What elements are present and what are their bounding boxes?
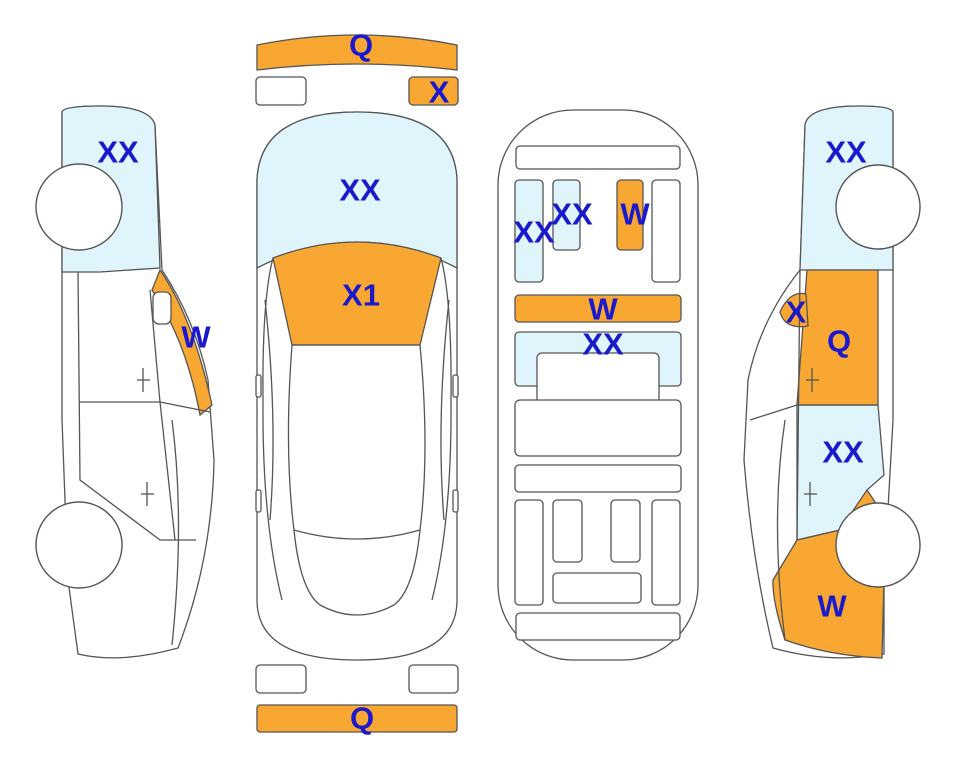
right-side-view: XX X Q XX W — [743, 105, 921, 659]
top-front-bumper-code: Q — [349, 28, 373, 63]
interior-roof-glass-code: XX — [582, 327, 624, 362]
right-side-front-window-code: XX — [825, 135, 867, 170]
top-right-door-line — [440, 299, 450, 521]
interior-rear-right-seat — [651, 499, 681, 606]
interior-right-front-slot — [651, 179, 681, 283]
left-side-rear-wheel — [35, 163, 123, 251]
interior-right-front-panel-code: W — [620, 197, 650, 232]
top-cabin — [287, 344, 426, 540]
interior-left-front-glass-code: XX — [513, 215, 555, 250]
top-left-mirror — [255, 374, 262, 398]
top-left-rear-handle — [255, 489, 262, 513]
right-side-rear-quarter-code: W — [817, 589, 847, 624]
left-side-view: XX W — [35, 105, 215, 659]
right-side-rear-door-glass-code: XX — [822, 435, 864, 470]
interior-center-front-glass[interactable] — [552, 179, 581, 251]
left-side-inner-sill — [171, 419, 180, 646]
interior-rear-inner-right — [610, 499, 641, 563]
top-front-right-lamp-code: X — [429, 75, 450, 110]
interior-view: XX XX W W XX — [497, 109, 699, 661]
interior-seat-bar — [514, 464, 682, 493]
right-side-mirror-code: X — [786, 295, 807, 330]
top-windshield-code: XX — [339, 173, 381, 208]
left-side-door-handle-lower — [141, 482, 154, 506]
interior-mid-panel — [514, 399, 682, 457]
interior-left-front-glass[interactable] — [514, 179, 544, 283]
top-view: Q X XX X1 Q — [255, 28, 459, 736]
right-side-rear-wheel — [835, 502, 921, 588]
top-rear-right-lamp — [408, 664, 459, 694]
right-side-front-door-code: Q — [827, 324, 851, 359]
top-rear-left-lamp — [255, 664, 307, 694]
left-side-door-handle-upper — [137, 368, 150, 392]
left-side-front-wheel — [35, 501, 123, 589]
right-side-belt-line — [749, 404, 878, 421]
right-side-front-wheel — [835, 164, 921, 250]
top-left-a-pillar — [262, 257, 283, 601]
left-side-b-pillar — [149, 289, 176, 541]
top-front-right-lamp[interactable] — [408, 76, 459, 106]
left-side-rear-window-code: XX — [97, 135, 139, 170]
right-side-mirror[interactable] — [779, 292, 809, 328]
top-hood[interactable] — [272, 241, 442, 346]
interior-rear-left-seat — [514, 499, 544, 606]
left-side-rear-pillar-code: W — [181, 320, 211, 355]
left-side-quarter-glass — [152, 291, 172, 325]
top-right-mirror — [452, 374, 459, 398]
interior-dash-bar[interactable] — [514, 294, 682, 323]
top-front-bumper[interactable] — [256, 34, 458, 71]
right-side-door-handle-upper — [806, 368, 819, 392]
top-rear-bumper[interactable] — [256, 704, 458, 733]
top-right-a-pillar — [431, 257, 452, 601]
interior-center-front-glass-code: XX — [551, 197, 593, 232]
top-rear-bumper-code: Q — [350, 701, 374, 736]
top-hood-code: X1 — [342, 278, 380, 313]
right-side-door-handle-lower — [804, 482, 817, 506]
top-left-door-line — [264, 299, 274, 521]
right-side-b-pillar — [796, 269, 801, 541]
interior-top-bar — [515, 145, 681, 170]
interior-trunk-bar — [515, 612, 681, 641]
top-front-left-lamp — [255, 76, 307, 106]
interior-rear-inner-left — [552, 499, 583, 563]
interior-rear-center — [552, 572, 642, 604]
right-side-inner-sill — [776, 419, 786, 641]
top-right-rear-handle — [452, 489, 459, 513]
interior-right-front-panel[interactable] — [616, 179, 644, 251]
interior-dash-bar-code: W — [588, 292, 618, 327]
top-rear-deck — [293, 529, 421, 616]
